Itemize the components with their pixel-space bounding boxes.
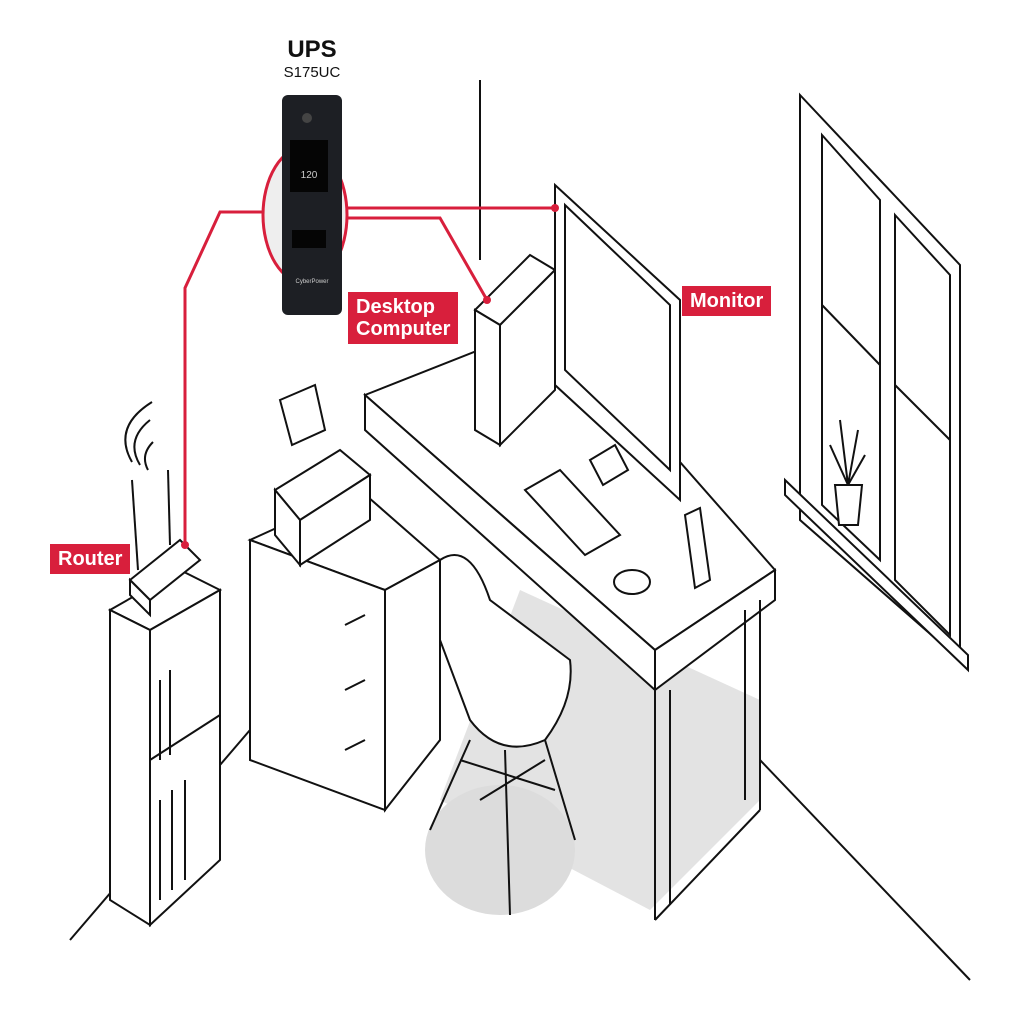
router-device [124,401,202,618]
wifi-icon [124,401,154,471]
ups-title: UPS [287,36,337,63]
desktop-computer-tower [473,253,557,448]
drawer-cabinet [247,488,442,813]
phone [683,506,712,590]
mouse [613,569,651,595]
ups-model: S175UC [283,64,341,81]
printer [273,383,372,568]
label-monitor: Monitor [682,286,772,316]
label-desktop-line1: Desktop [356,296,435,318]
label-desktop-line2: Computer [356,318,451,340]
window [784,92,969,673]
chair-shadow [425,785,575,915]
label-router: Router [50,544,131,574]
label-desktop-computer: Desktop Computer [348,292,459,344]
ups-display-value: 120 [301,170,318,181]
floor-line-right [759,759,971,981]
keyboard [523,468,622,557]
shelf [107,568,223,928]
monitor-illustration [554,182,681,503]
chair [429,554,576,916]
ups-brand: CyberPower [295,279,328,285]
ups-device: 120 CyberPower [282,95,342,315]
plant [829,419,866,526]
